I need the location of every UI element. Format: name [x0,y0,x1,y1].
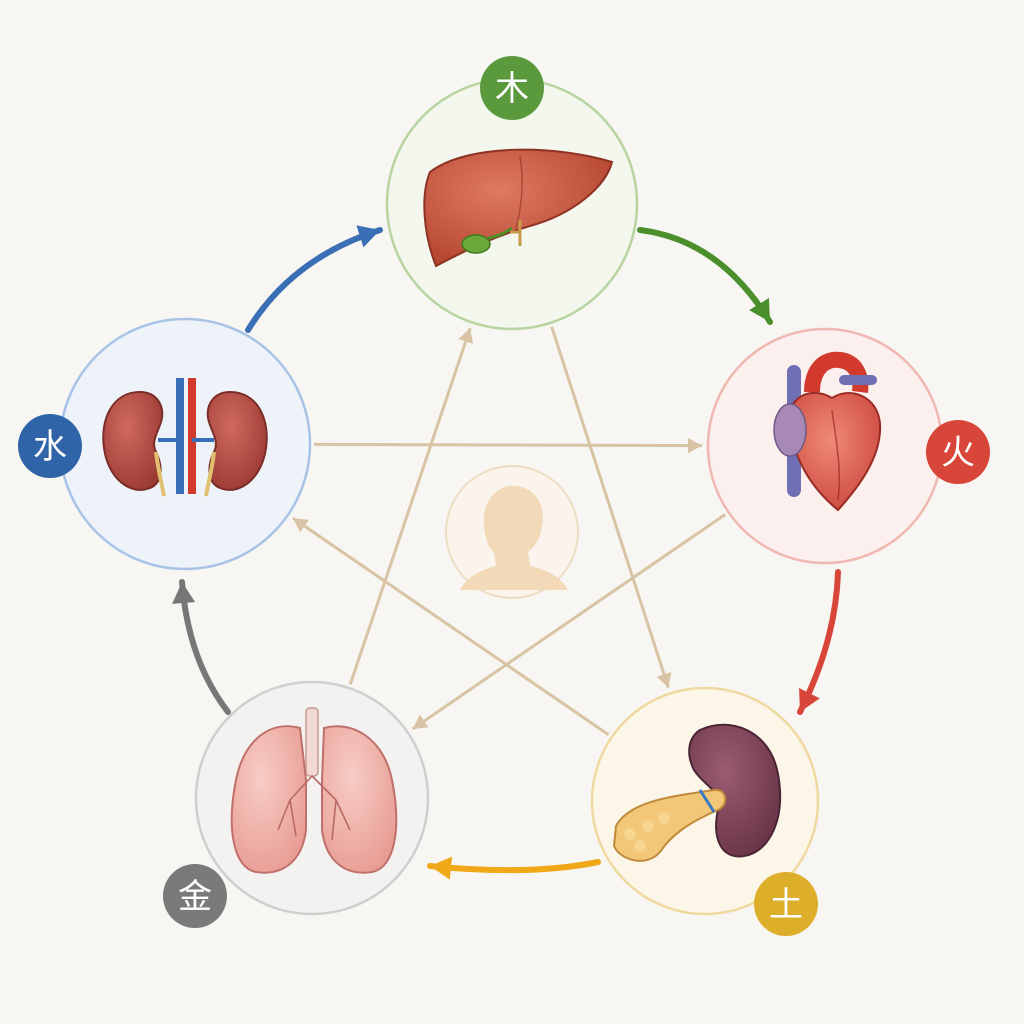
badge-fire-label: 火 [941,433,975,473]
generating-arrowhead-earth [430,856,453,880]
generating-arrowhead-water [356,225,380,248]
badge-fire: 火 [926,420,990,484]
generating-arrow-water-to-wood [245,227,383,333]
generating-cycle [172,225,841,880]
badge-water-label: 水 [33,427,67,467]
badge-earth: 土 [754,872,818,936]
badge-wood: 木 [480,56,544,120]
node-earth [590,686,820,916]
node-water [58,317,312,571]
element-nodes [58,77,944,916]
human-silhouette [460,485,568,590]
controlling-line-wood-to-earth [550,326,670,689]
heart-illustration [773,351,882,512]
element-badges: 木 火 土 金 水 [18,56,990,936]
controlling-arrowhead-fire [687,437,703,454]
badge-wood-label: 木 [495,69,529,109]
controlling-line-earth-to-water [292,516,610,737]
center-figure [445,465,579,599]
node-metal [194,680,430,916]
controlling-line-water-to-fire [313,442,703,448]
controlling-line-fire-to-metal [411,513,727,731]
generating-arrowhead-wood [749,298,770,322]
controlling-line-metal-to-wood [348,327,472,685]
node-fire [706,327,944,565]
generating-arrow-wood-to-fire [637,227,773,325]
generating-arrow-earth-to-metal [427,859,601,874]
badge-metal-label: 金 [178,877,212,917]
kidneys-illustration [102,378,268,497]
liver-illustration [423,148,614,268]
controlling-arrowhead-metal [412,714,429,729]
lungs-illustration [230,707,398,874]
controlling-cycle [292,326,727,737]
controlling-arrowhead-wood [458,328,474,344]
generating-arrow-fire-to-earth [797,569,841,715]
badge-earth-label: 土 [769,885,803,925]
controlling-arrowhead-earth [656,672,672,688]
controlling-arrowhead-water [292,518,309,533]
badge-metal: 金 [163,864,227,928]
generating-arrowhead-metal [172,582,196,604]
generating-arrowhead-fire [799,688,820,712]
badge-water: 水 [18,414,82,478]
spleen-pancreas-illustration [612,723,782,862]
node-wood [385,77,639,331]
